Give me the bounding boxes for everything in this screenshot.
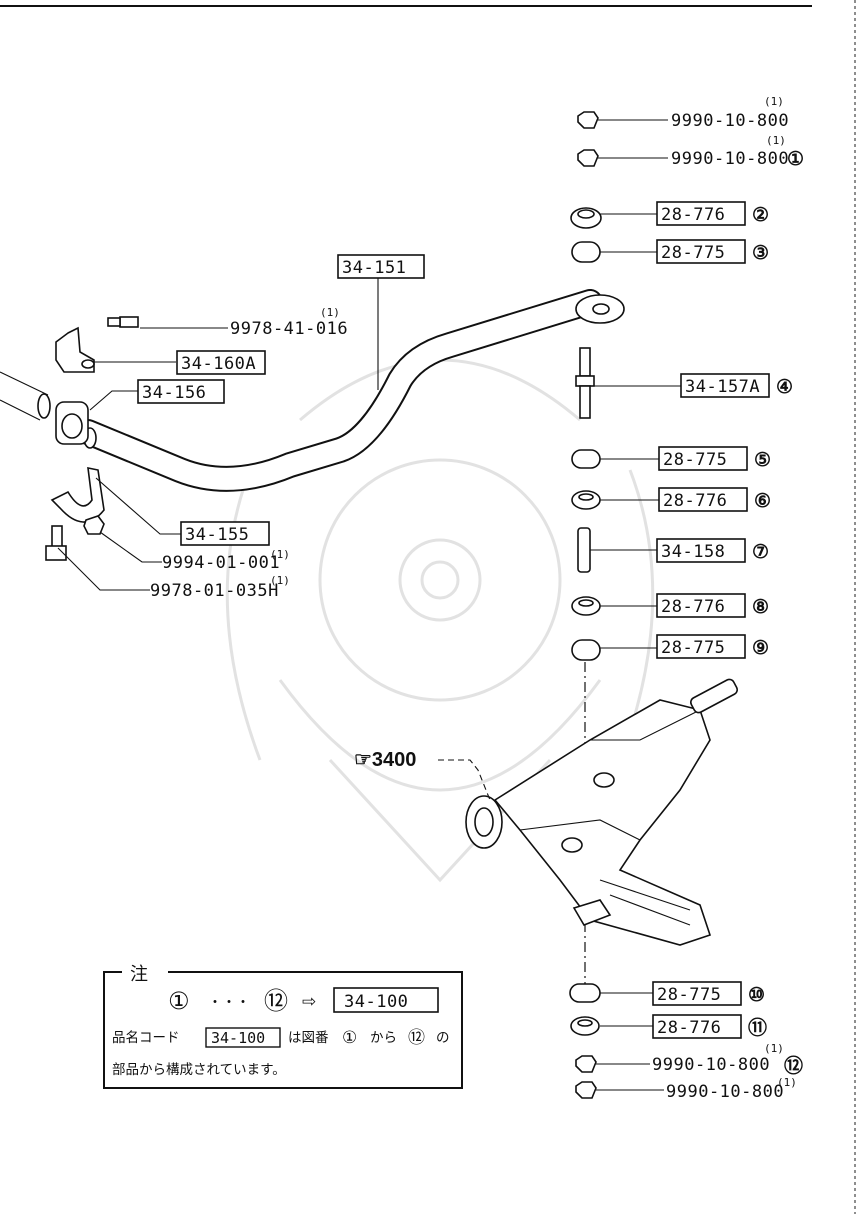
right-stack bbox=[569, 111, 602, 1099]
callout-7: ⑦ bbox=[752, 542, 769, 563]
callout-9: ⑨ bbox=[752, 638, 769, 659]
note-line1-c: ① bbox=[342, 1028, 357, 1048]
sup-nut-bottom: (1) bbox=[777, 1076, 797, 1089]
sup-clamp-nut: (1) bbox=[270, 548, 290, 561]
sup-nut-12: (1) bbox=[764, 1042, 784, 1055]
label-clamp-nut: 9994-01-001 bbox=[162, 553, 280, 573]
sup-nut-1: (1) bbox=[766, 134, 786, 147]
sup-clamp-bolt: (1) bbox=[270, 574, 290, 587]
callout-12: ⑫ bbox=[784, 1054, 803, 1077]
label-nut-top: 9990-10-800 bbox=[671, 111, 789, 131]
bushing-10 bbox=[569, 983, 601, 1003]
callout-10: ⑩ bbox=[748, 985, 765, 1006]
sup-nut-top: (1) bbox=[764, 95, 784, 108]
label-part-4: 34-157A bbox=[685, 377, 760, 397]
clamp-bolt bbox=[45, 525, 67, 561]
label-part-3: 28-775 bbox=[661, 243, 725, 263]
nut-1 bbox=[577, 149, 599, 167]
label-part-7: 34-158 bbox=[661, 542, 725, 562]
bolt-4 bbox=[575, 347, 595, 419]
note-range-end: ⑫ bbox=[264, 987, 288, 1015]
callout-4: ④ bbox=[776, 377, 793, 398]
clamp-nut bbox=[83, 515, 105, 535]
spacer-7 bbox=[577, 527, 591, 573]
bar-bushing bbox=[55, 401, 89, 445]
label-part-8: 28-776 bbox=[661, 597, 725, 617]
sup-bracket-bolt: (1) bbox=[320, 306, 340, 319]
label-part-11: 28-776 bbox=[657, 1018, 721, 1038]
part-boxes bbox=[137, 201, 770, 1039]
leader-lines bbox=[57, 119, 682, 1091]
note-box: 注 ① ・・・ ⑫ ⇨ 34-100 品名コード 34-100 は図番 ① から… bbox=[103, 962, 463, 1089]
callout-2: ② bbox=[752, 205, 769, 226]
nut-12 bbox=[575, 1055, 597, 1073]
part-labels: (1) 9990-10-800 (1) 9990-10-800 ① 28-776… bbox=[142, 95, 804, 1102]
bracket bbox=[55, 326, 95, 373]
note-range-start: ① bbox=[168, 987, 190, 1015]
stabilizer-bar bbox=[0, 289, 625, 492]
note-arrow: ⇨ bbox=[302, 992, 316, 1012]
label-bracket: 34-160A bbox=[181, 354, 256, 374]
note-line1-f: の bbox=[436, 1030, 450, 1046]
nut-top bbox=[577, 111, 599, 129]
bushing-5 bbox=[571, 449, 601, 469]
bar-clamp bbox=[50, 466, 105, 523]
label-bracket-bolt: 9978-41-016 bbox=[230, 319, 348, 339]
bushing-9 bbox=[571, 639, 601, 661]
label-part-6: 28-776 bbox=[663, 491, 727, 511]
label-clamp-bolt: 9978-01-035H bbox=[150, 581, 279, 601]
note-line2: 部品から構成されています。 bbox=[112, 1062, 286, 1078]
note-range-dots: ・・・ bbox=[208, 995, 250, 1011]
callout-6: ⑥ bbox=[754, 491, 771, 512]
label-clamp: 34-155 bbox=[185, 525, 249, 545]
bushing-3 bbox=[571, 241, 601, 263]
note-line1-code: 34-100 bbox=[211, 1029, 265, 1047]
label-stabilizer-bar: 34-151 bbox=[342, 258, 406, 278]
note-line1-a: 品名コード bbox=[112, 1030, 180, 1046]
note-line1-e: ⑫ bbox=[408, 1028, 425, 1048]
callout-11: ⑪ bbox=[748, 1016, 767, 1039]
label-nut-1: 9990-10-800 bbox=[671, 149, 789, 169]
label-part-2: 28-776 bbox=[661, 205, 725, 225]
note-title: 注 bbox=[130, 964, 148, 985]
callout-5: ⑤ bbox=[754, 450, 771, 471]
label-part-12: 9990-10-800 bbox=[652, 1055, 770, 1075]
note-line1-d: から bbox=[370, 1030, 397, 1046]
figure-reference: ☞3400 bbox=[354, 749, 416, 771]
callout-1: ① bbox=[787, 149, 804, 170]
callout-8: ⑧ bbox=[752, 597, 769, 618]
label-nut-bottom: 9990-10-800 bbox=[666, 1082, 784, 1102]
label-part-5: 28-775 bbox=[663, 450, 727, 470]
label-part-10: 28-775 bbox=[657, 985, 721, 1005]
label-bushing: 34-156 bbox=[142, 383, 206, 403]
callout-3: ③ bbox=[752, 243, 769, 264]
label-part-9: 28-775 bbox=[661, 638, 725, 658]
note-assembly-code: 34-100 bbox=[344, 992, 408, 1012]
lower-control-arm bbox=[465, 678, 738, 946]
bracket-bolt bbox=[107, 316, 139, 328]
nut-bottom bbox=[575, 1081, 597, 1099]
note-line1-b: は図番 bbox=[288, 1030, 329, 1046]
